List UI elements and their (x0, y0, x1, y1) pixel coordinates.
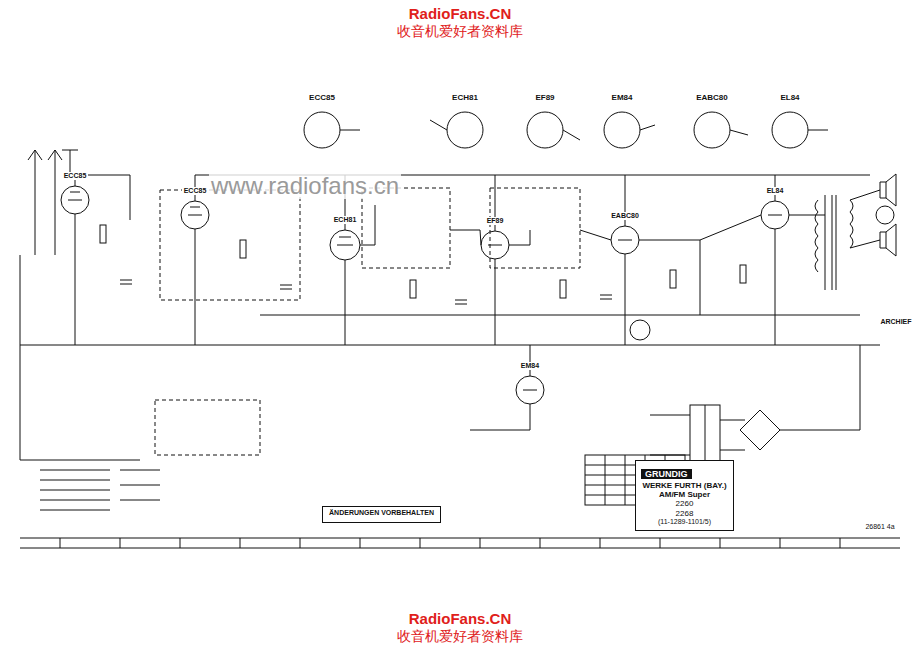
node-text: 2260 (641, 499, 728, 508)
tube-label: ECC85 (182, 187, 209, 195)
node-heading: ÄNDERUNGEN VORBEHALTEN (328, 509, 435, 517)
tube-label: ECH81 (450, 94, 480, 103)
site-banner: RadioFans.CN (407, 6, 514, 23)
node-text: WERKE FURTH (BAY.) (641, 481, 728, 490)
tube-label: EM84 (519, 362, 541, 370)
tube-label: EABC80 (609, 212, 641, 220)
tube-label: ARCHIEF (878, 318, 913, 326)
tube-label: ECH81 (332, 216, 359, 224)
tube-label: EF89 (533, 94, 556, 103)
node-text: (11-1289-1101/5) (641, 518, 728, 526)
tube-label: ECC85 (307, 94, 337, 103)
node-text: 2268 (641, 509, 728, 518)
tube-label: EM84 (610, 94, 635, 103)
watermark: www.radiofans.cn (209, 173, 401, 199)
node-text: AM/FM Super (641, 490, 728, 499)
title-block: GRUNDIG WERKE FURTH (BAY.)AM/FM Super2260… (635, 460, 734, 531)
tube-label: EL84 (778, 94, 801, 103)
tube-label: EABC80 (694, 94, 730, 103)
node-heading: GRUNDIG (641, 469, 692, 479)
site-banner: 收音机爱好者资料库 (395, 629, 525, 644)
site-banner: 收音机爱好者资料库 (395, 24, 525, 39)
tube-label: EF89 (485, 217, 506, 225)
tube-label: EL84 (765, 187, 786, 195)
tube-label: ECC85 (62, 172, 89, 180)
note-box: ÄNDERUNGEN VORBEHALTEN (322, 506, 441, 523)
tube-label: 26861 4a (863, 523, 896, 531)
site-banner: RadioFans.CN (407, 611, 514, 628)
